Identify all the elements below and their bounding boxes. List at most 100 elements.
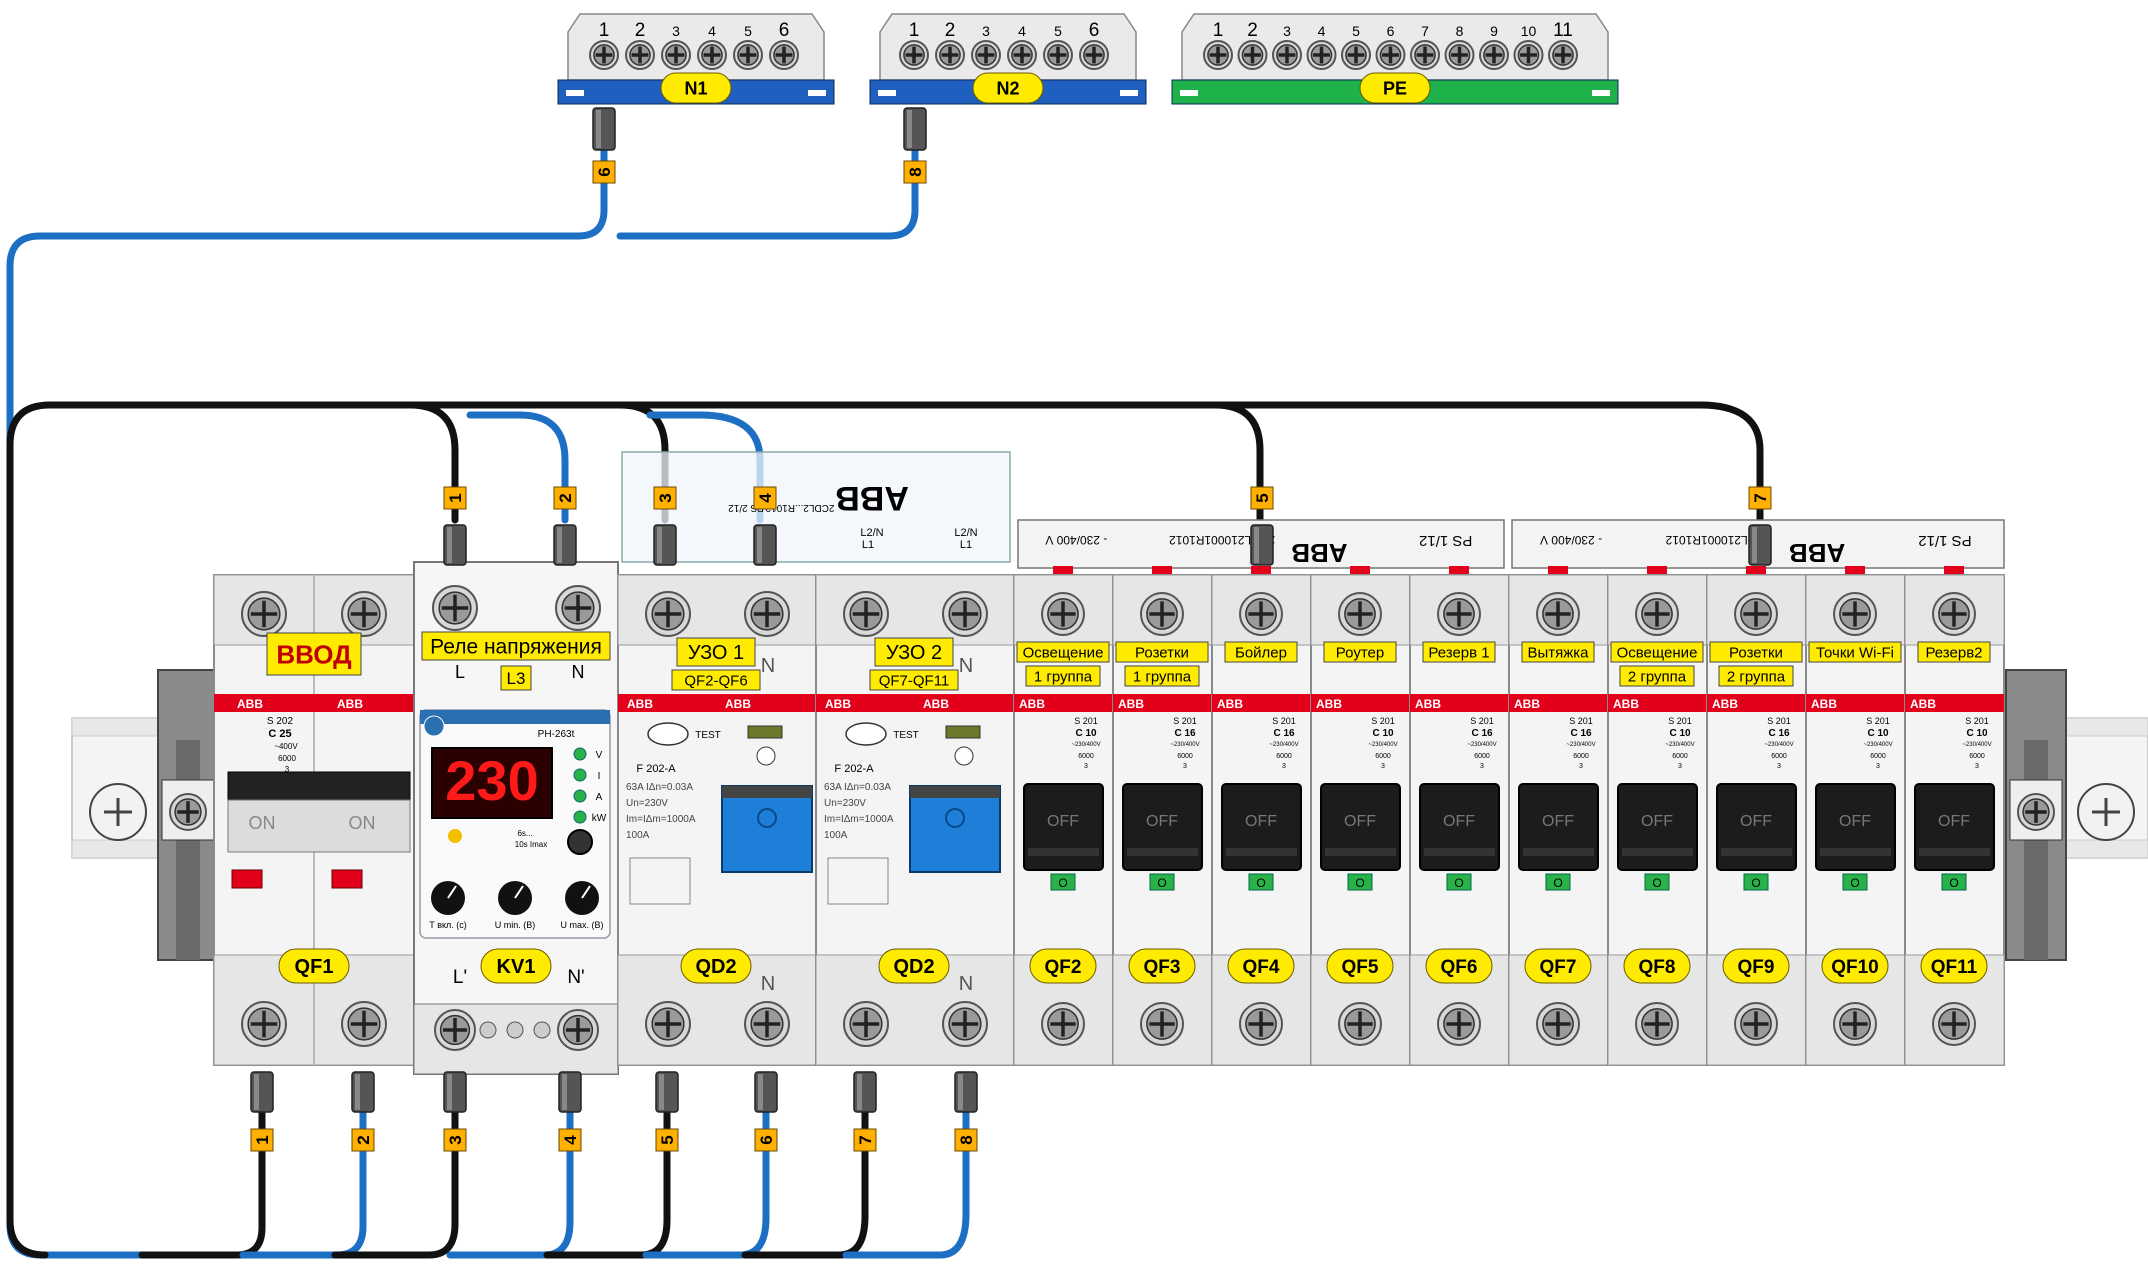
tag-text: KV1 (497, 956, 536, 978)
ferrule-highlight (657, 527, 662, 563)
terminal-screw (942, 591, 988, 637)
handle-state: OFF (1344, 813, 1376, 830)
label-background (1422, 641, 1496, 663)
knob-label: Т вкл. (с) (429, 920, 467, 930)
label-text: Освещение (1023, 644, 1104, 661)
comb-contact (1746, 566, 1766, 574)
breaker-label: Роутер (1323, 641, 1397, 663)
relay-name-label: Реле напряжения (421, 631, 611, 661)
label-background (500, 665, 532, 691)
label-background (1025, 665, 1101, 687)
label-background (1917, 641, 1991, 663)
rcd-name-label: УЗО 1 (676, 637, 756, 667)
wire-ferrule (1748, 524, 1772, 566)
ferrule-highlight (758, 1074, 763, 1110)
wire-ferrule (954, 1071, 978, 1113)
comb-voltage: - 230/400 V (1045, 533, 1107, 547)
terminal-screw (341, 591, 387, 637)
label-text: Розетки (1729, 644, 1783, 661)
test-button (845, 722, 887, 746)
rating-text: C 10 (1669, 728, 1691, 739)
rcd-spec: 100A (626, 830, 650, 841)
abb-stripe (1707, 694, 1806, 712)
rating-text: C 16 (1471, 728, 1493, 739)
rcd-lever-top (910, 786, 1000, 798)
tag-background (1227, 948, 1295, 984)
aux-terminal (479, 1021, 497, 1039)
label-text: Точки Wi-Fi (1816, 644, 1894, 661)
marker-sleeve (954, 1128, 978, 1152)
ferrule-highlight (857, 1074, 862, 1110)
marker-number: 7 (1751, 493, 1770, 502)
test-label: TEST (893, 730, 919, 741)
abb-stripe (1608, 694, 1707, 712)
label-background (421, 631, 611, 661)
busbar-terminal-number: 6 (779, 20, 790, 41)
tag-text: QF3 (1144, 957, 1181, 978)
label-text: 2 группа (1628, 668, 1687, 685)
device-tag: QF1 (278, 948, 350, 984)
marker-sleeve (853, 1128, 877, 1152)
relay-button (567, 829, 593, 855)
comb-contact (1548, 566, 1568, 574)
marker-sleeve (592, 160, 616, 184)
breaking-text: 6000 (278, 754, 296, 763)
class-text: 3 (1975, 763, 1979, 770)
handle-state: ON (349, 813, 376, 833)
wire-ferrule (655, 1071, 679, 1113)
busbar-terminal-number: 4 (1018, 23, 1026, 39)
terminal-screw (2017, 793, 2055, 831)
handle-state: ON (249, 813, 276, 833)
busbar-terminal-number: 10 (1521, 23, 1537, 39)
voltage-text: ~230/400V (1665, 742, 1694, 748)
terminal-screw (241, 1001, 287, 1047)
wire-number-marker: 3 (443, 1128, 467, 1152)
abb-stripe (1014, 694, 1113, 712)
wire-ferrule (754, 1071, 778, 1113)
marker-sleeve (443, 486, 467, 510)
relay-terminal-n-out: N' (567, 967, 584, 988)
indicator-led (573, 789, 587, 803)
terminal-screw (1479, 40, 1509, 70)
breaker-label-group: 1 группа (1124, 665, 1200, 687)
busbar-name-tag: N1 (660, 72, 732, 104)
marker-number: 6 (595, 167, 614, 176)
brand-text: ABB (627, 697, 653, 711)
voltage-text: ~230/400V (1863, 742, 1892, 748)
terminal-screw (971, 40, 1001, 70)
terminal-screw (645, 591, 691, 637)
voltage-text: ~230/400V (1170, 742, 1199, 748)
handle-state: OFF (1047, 813, 1079, 830)
wire (331, 1106, 459, 1259)
wire-number-marker: 7 (1748, 486, 1772, 510)
marker-number: 7 (856, 1135, 875, 1144)
rcd-spec: 63A IΔn=0.03A (626, 782, 693, 793)
busbar-slot (878, 90, 896, 96)
test-button (647, 722, 689, 746)
marker-number: 2 (354, 1135, 373, 1144)
handle-state: OFF (1542, 813, 1574, 830)
marker-number: 8 (957, 1135, 976, 1144)
terminal-screw (1536, 1002, 1580, 1046)
abb-stripe (1509, 694, 1608, 712)
label-background (1619, 665, 1695, 687)
wire-number-marker: 8 (903, 160, 927, 184)
ferrule-highlight (757, 527, 762, 563)
label-text: QF7-QF11 (879, 672, 950, 689)
model-text: S 201 (1866, 716, 1890, 726)
abb-stripe (618, 694, 816, 712)
tag-text: QF7 (1540, 957, 1577, 978)
marker-number: 1 (446, 493, 465, 502)
rcd-n-bottom: N (959, 973, 973, 995)
rcd-lever-mark (945, 808, 965, 828)
rcd-symbol (756, 746, 776, 766)
state-flag-text: O (1652, 876, 1661, 890)
label-background (869, 669, 959, 691)
tag-background (1524, 948, 1592, 984)
label-text: УЗО 2 (886, 642, 942, 664)
tag-background (1128, 948, 1196, 984)
